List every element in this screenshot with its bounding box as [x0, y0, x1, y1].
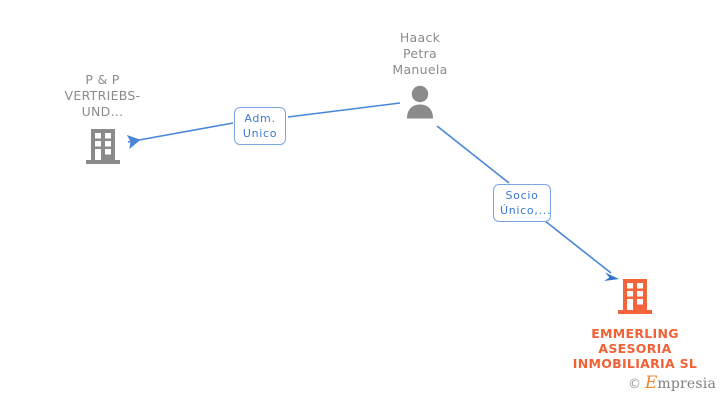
edge-label-socio-unico[interactable]: Socio Único,...	[493, 184, 551, 222]
brand-rest: mpresia	[657, 376, 716, 392]
person-label: Haack Petra Manuela	[392, 30, 448, 77]
node-person-haack-petra-manuela[interactable]: Haack Petra Manuela	[345, 30, 495, 120]
node-company-emmerling[interactable]: EMMERLING ASESORIA INMOBILIARIA SL	[570, 278, 700, 371]
brand-wordmark: Empresia	[644, 373, 716, 393]
watermark-empresia: © Empresia	[627, 373, 716, 393]
edge-adm-to-company-left	[126, 122, 234, 150]
company-right-label: EMMERLING ASESORIA INMOBILIARIA SL	[572, 326, 698, 371]
node-company-p-and-p[interactable]: P & P VERTRIEBS- UND...	[40, 72, 165, 170]
edge-socio-to-company-right	[539, 216, 612, 274]
company-left-label: P & P VERTRIEBS- UND...	[64, 72, 141, 119]
company-right-icon-wrap	[570, 278, 700, 320]
building-icon	[618, 279, 652, 314]
edge-label-adm-unico[interactable]: Adm. Unico	[234, 107, 286, 145]
edge-person-to-adm-label	[287, 102, 401, 118]
copyright-icon: ©	[627, 376, 641, 392]
building-icon	[85, 129, 120, 164]
person-icon	[407, 85, 433, 119]
arrowhead-company-right	[604, 272, 619, 281]
edge-person-to-socio-label	[436, 125, 510, 184]
brand-initial: E	[644, 373, 658, 393]
company-left-icon-wrap	[40, 128, 165, 170]
